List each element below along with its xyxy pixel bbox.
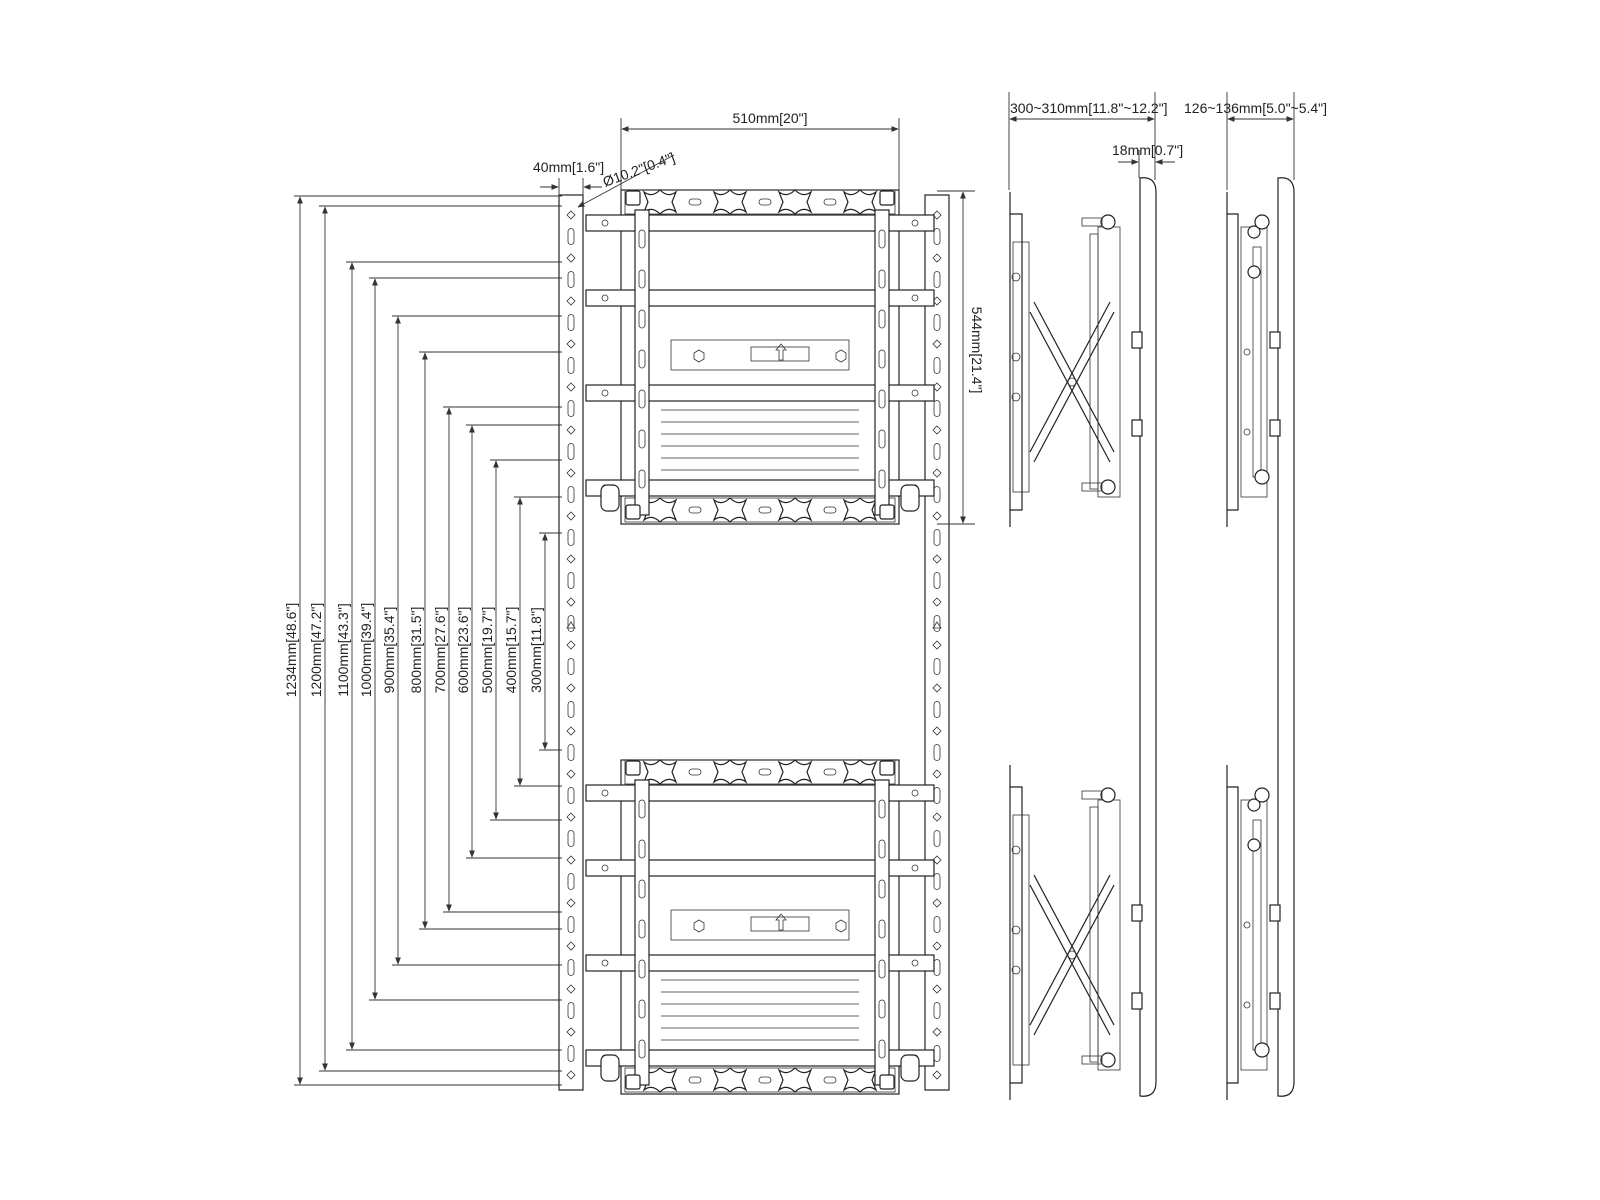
side-view-extended: 300~310mm[11.8"~12.2"] 18mm[0.7"] xyxy=(1008,92,1183,1100)
spacing-dimension: 1000mm[39.4"] xyxy=(358,277,562,1001)
spacing-label: 1234mm[48.6"] xyxy=(283,603,299,697)
right-rail xyxy=(924,194,950,1091)
spacing-dimension: 400mm[15.7"] xyxy=(503,496,562,787)
spacing-label: 400mm[15.7"] xyxy=(503,607,519,694)
lower-bracket xyxy=(585,759,935,1095)
spacing-label: 1200mm[47.2"] xyxy=(308,603,324,697)
side-mount-lower xyxy=(1009,765,1143,1100)
left-rail-holes xyxy=(566,210,576,1080)
collapsed-mount-upper xyxy=(1226,192,1281,527)
rail-offset-label: 40mm[1.6"] xyxy=(533,159,604,175)
upper-bracket xyxy=(585,189,935,525)
side-mount-upper xyxy=(1009,192,1143,527)
bracket-height-dimension: 544mm[21.4"] xyxy=(937,190,985,525)
rail-offset-dimension: 40mm[1.6"] xyxy=(533,159,604,200)
spacing-label: 600mm[23.6"] xyxy=(455,607,471,694)
spacing-label: 300mm[11.8"] xyxy=(528,607,544,693)
spacing-dimension: 1200mm[47.2"] xyxy=(308,205,562,1072)
spacing-dimension: 900mm[35.4"] xyxy=(381,315,562,966)
left-rail xyxy=(558,194,584,1091)
bracket-height-label: 544mm[21.4"] xyxy=(969,307,985,394)
spacing-label: 900mm[35.4"] xyxy=(381,607,397,694)
front-view xyxy=(558,189,950,1095)
spacing-dimension: 700mm[27.6"] xyxy=(432,406,562,913)
display-panel-side xyxy=(1139,177,1157,1097)
depth-collapsed-label: 126~136mm[5.0"~5.4"] xyxy=(1184,100,1327,116)
vertical-spacing-dimensions: 1234mm[48.6"] 1200mm[47.2"] 1100mm[43.3"] 1… xyxy=(283,195,562,1086)
spacing-label: 1100mm[43.3"] xyxy=(335,603,351,696)
depth-side-label: 300~310mm[11.8"~12.2"] xyxy=(1010,100,1168,116)
width-dimension: 510mm[20"] xyxy=(620,110,900,205)
spacing-dimension: 1100mm[43.3"] xyxy=(335,261,562,1051)
spacing-dimension: 300mm[11.8"] xyxy=(528,532,562,751)
spacing-label: 700mm[27.6"] xyxy=(432,607,448,694)
right-rail-holes xyxy=(932,210,942,1080)
spacing-dimension: 1234mm[48.6"] xyxy=(283,195,562,1086)
spacing-dimension: 500mm[19.7"] xyxy=(479,459,562,821)
spacing-label: 500mm[19.7"] xyxy=(479,607,495,694)
width-label: 510mm[20"] xyxy=(732,110,807,126)
display-panel-collapsed xyxy=(1277,177,1295,1097)
spacing-dimension: 800mm[31.5"] xyxy=(408,351,562,930)
spacing-label: 800mm[31.5"] xyxy=(408,607,424,694)
hole-diameter-label: Ø10.2"[0.4"] xyxy=(601,149,677,190)
collapsed-mount-lower xyxy=(1226,765,1281,1100)
spacing-dimension: 600mm[23.6"] xyxy=(455,424,562,859)
panel-thickness-label: 18mm[0.7"] xyxy=(1112,142,1183,158)
side-view-collapsed: 126~136mm[5.0"~5.4"] xyxy=(1184,92,1327,1100)
spacing-label: 1000mm[39.4"] xyxy=(358,603,374,697)
